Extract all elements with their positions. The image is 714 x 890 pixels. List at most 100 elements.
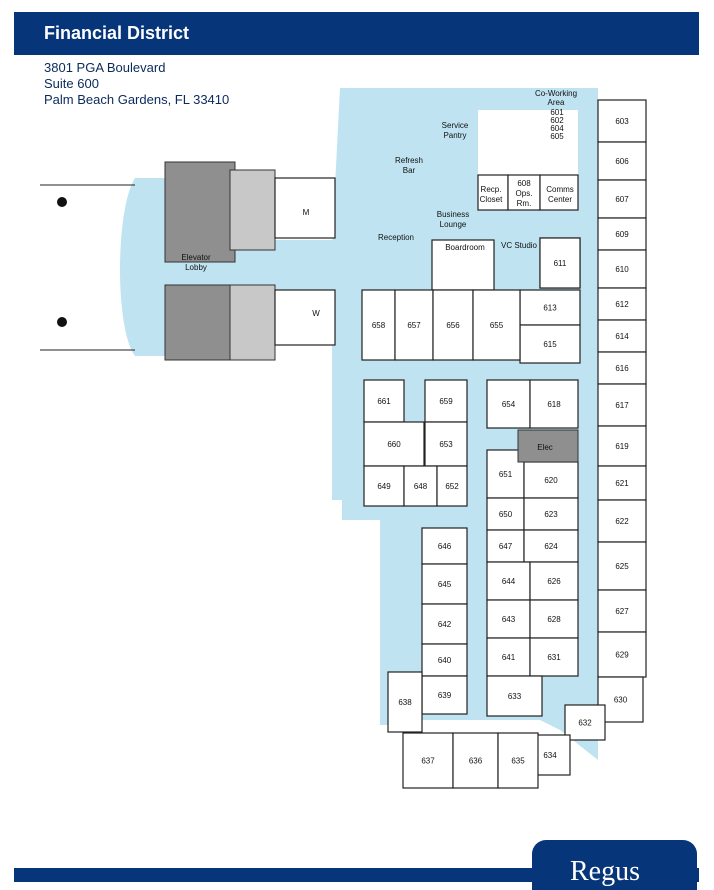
office-640 (421, 643, 468, 677)
label: Refresh (395, 156, 423, 165)
room-number: 652 (445, 482, 459, 491)
label: 601 (550, 108, 564, 117)
office-635 (497, 732, 539, 789)
office-661 (363, 379, 405, 423)
room-number: 622 (615, 517, 629, 526)
room-number: 630 (614, 696, 628, 705)
room-number: 635 (511, 757, 525, 766)
room-number: 643 (502, 615, 516, 624)
office-646 (421, 527, 468, 565)
office-638 (387, 671, 423, 733)
room-number: 625 (615, 562, 629, 571)
label: Reception (378, 233, 414, 242)
room-number: 603 (615, 117, 629, 126)
office-652 (436, 465, 468, 507)
label: Elec (537, 443, 553, 452)
room-number: 606 (615, 157, 629, 166)
room-number: 628 (547, 615, 561, 624)
elec-room (517, 429, 579, 463)
label: 604 (550, 124, 564, 133)
office-616 (597, 351, 647, 385)
office-629 (597, 631, 647, 678)
room-number: 645 (438, 580, 452, 589)
logo-text: Regus (570, 856, 640, 887)
room-number: 651 (499, 470, 513, 479)
office-622 (597, 499, 647, 543)
header-bar: Financial District (14, 12, 699, 55)
room-number: 656 (446, 321, 460, 330)
room-number: 618 (547, 400, 561, 409)
office-648 (403, 465, 438, 507)
room-number: 648 (414, 482, 428, 491)
address-line: Palm Beach Gardens, FL 33410 (44, 92, 230, 107)
label: VC Studio (501, 241, 538, 250)
coworking-area (478, 110, 578, 175)
office-624 (523, 529, 579, 563)
office-609 (597, 217, 647, 251)
office-607 (597, 179, 647, 219)
room-number: 612 (615, 300, 629, 309)
office-628 (529, 599, 579, 639)
office-642 (421, 603, 468, 645)
room-number: 617 (615, 401, 629, 410)
room-number: 638 (398, 698, 412, 707)
room-number: 619 (615, 442, 629, 451)
service-area (229, 169, 276, 251)
label: Lounge (440, 220, 467, 229)
room-number: 620 (544, 476, 558, 485)
address-line: 3801 PGA Boulevard (44, 60, 166, 75)
room-number: 637 (421, 757, 435, 766)
service-area (229, 284, 276, 361)
room-number: 616 (615, 364, 629, 373)
room-number: 639 (438, 691, 452, 700)
room-number: 614 (615, 332, 629, 341)
label: Elevator (181, 253, 211, 262)
office-613 (519, 289, 581, 326)
room-number: 649 (377, 482, 391, 491)
room-number: 610 (615, 265, 629, 274)
room-number: 659 (439, 397, 453, 406)
room-number: 609 (615, 230, 629, 239)
office-657 (394, 289, 434, 361)
label: Ops. (516, 189, 533, 198)
office-627 (597, 589, 647, 633)
room-number: 613 (543, 304, 557, 313)
label: M (303, 208, 310, 217)
label: Comms (546, 185, 574, 194)
office-612 (597, 287, 647, 321)
room-number: 627 (615, 607, 629, 616)
office-658 (361, 289, 396, 361)
label: W (312, 309, 320, 318)
room-number: 611 (554, 259, 567, 268)
label: Recp. (481, 185, 502, 194)
office-611 (539, 237, 581, 289)
room-number: 629 (615, 651, 629, 660)
room-number: 640 (438, 656, 452, 665)
room-number: 607 (615, 195, 629, 204)
recp-closet (477, 174, 509, 211)
column (57, 317, 67, 327)
ops-room (507, 174, 541, 211)
office-631 (529, 637, 579, 677)
room-number: 641 (502, 653, 516, 662)
label: Rm. (517, 199, 532, 208)
office-641 (486, 637, 531, 677)
restroom-w (274, 289, 336, 346)
room-number: 658 (372, 321, 386, 330)
room-number: 661 (377, 397, 391, 406)
office-654 (486, 379, 531, 429)
label: Center (548, 195, 572, 204)
office-619 (597, 425, 647, 467)
label: Co-Working (535, 89, 577, 98)
office-623 (523, 497, 579, 531)
office-633 (486, 675, 543, 717)
label: Area (548, 98, 565, 107)
room-number: 624 (544, 542, 558, 551)
page-title: Financial District (44, 23, 190, 43)
office-grid: 6036066076096106126146166176196216226256… (361, 99, 647, 789)
room-number: 626 (547, 577, 561, 586)
office-625 (597, 541, 647, 591)
room-number: 654 (502, 400, 516, 409)
office-632 (564, 704, 606, 741)
label: Service (442, 121, 469, 130)
